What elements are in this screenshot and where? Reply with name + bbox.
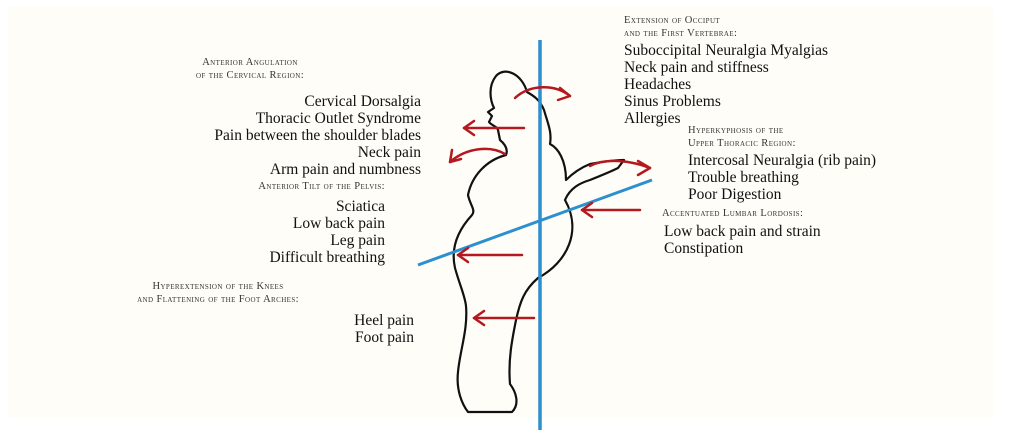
pelvis-arrow <box>458 248 522 262</box>
pelvis-symptom-list: Sciatica Low back pain Leg pain Difficul… <box>40 198 385 266</box>
knees-heading-line: Hyperextension of the Knees <box>22 280 414 293</box>
symptom-item: Foot pain <box>200 329 414 346</box>
cervical-heading-line: of the Cervical Region: <box>120 69 380 82</box>
cervical-heading: Anterior Angulation of the Cervical Regi… <box>120 56 380 82</box>
symptom-item: Pain between the shoulder blades <box>40 127 421 144</box>
occiput-heading: Extension of Occiput and the First Verte… <box>624 14 884 40</box>
symptom-item: Neck pain and stiffness <box>624 59 924 76</box>
cervical-heading-line: Anterior Angulation <box>120 56 380 69</box>
symptom-item: Headaches <box>624 76 924 93</box>
arm-arrow <box>450 149 505 162</box>
symptom-item: Trouble breathing <box>688 169 1006 186</box>
thoracic-heading-line: Upper Thoracic Region: <box>688 137 948 150</box>
symptom-item: Heel pain <box>200 312 414 329</box>
lumbar-symptom-list: Low back pain and strain Constipation <box>664 223 964 257</box>
symptom-item: Thoracic Outlet Syndrome <box>40 110 421 127</box>
symptom-item: Leg pain <box>40 232 385 249</box>
symptom-item: Low back pain <box>40 215 385 232</box>
thoracic-arrow <box>590 161 650 175</box>
thoracic-symptom-list: Intercosal Neuralgia (rib pain) Trouble … <box>688 152 1006 203</box>
knee-arrow <box>474 311 534 325</box>
occiput-heading-line: Extension of Occiput <box>624 14 884 27</box>
symptom-item: Low back pain and strain <box>664 223 964 240</box>
pelvis-heading-line: Anterior Tilt of the Pelvis: <box>40 180 385 193</box>
pelvic-tilt-line <box>418 180 652 265</box>
knees-heading: Hyperextension of the Knees and Flatteni… <box>22 280 414 306</box>
symptom-item: Suboccipital Neuralgia Myalgias <box>624 42 924 59</box>
symptom-item: Cervical Dorsalgia <box>40 93 421 110</box>
symptom-item: Arm pain and numbness <box>40 161 421 178</box>
symptom-item: Difficult breathing <box>40 249 385 266</box>
symptom-item: Intercosal Neuralgia (rib pain) <box>688 152 1006 169</box>
cervical-arrow <box>464 121 524 135</box>
thoracic-heading-line: Hyperkyphosis of the <box>688 124 948 137</box>
lumbar-arrow <box>582 203 640 217</box>
knees-heading-line: and Flattening of the Foot Arches: <box>22 293 414 306</box>
occiput-arrow <box>515 87 570 100</box>
occiput-heading-line: and the First Vertebrae: <box>624 27 884 40</box>
cervical-symptom-list: Cervical Dorsalgia Thoracic Outlet Syndr… <box>40 93 421 178</box>
symptom-item: Sciatica <box>40 198 385 215</box>
lumbar-heading-line: Accentuated Lumbar Lordosis: <box>662 207 982 220</box>
pelvis-heading: Anterior Tilt of the Pelvis: <box>40 180 385 193</box>
occiput-symptom-list: Suboccipital Neuralgia Myalgias Neck pai… <box>624 42 924 127</box>
symptom-item: Neck pain <box>40 144 421 161</box>
knees-symptom-list: Heel pain Foot pain <box>200 312 414 346</box>
symptom-item: Constipation <box>664 240 964 257</box>
lumbar-heading: Accentuated Lumbar Lordosis: <box>662 207 982 220</box>
thoracic-heading: Hyperkyphosis of the Upper Thoracic Regi… <box>688 124 948 150</box>
symptom-item: Poor Digestion <box>688 186 1006 203</box>
symptom-item: Sinus Problems <box>624 93 924 110</box>
